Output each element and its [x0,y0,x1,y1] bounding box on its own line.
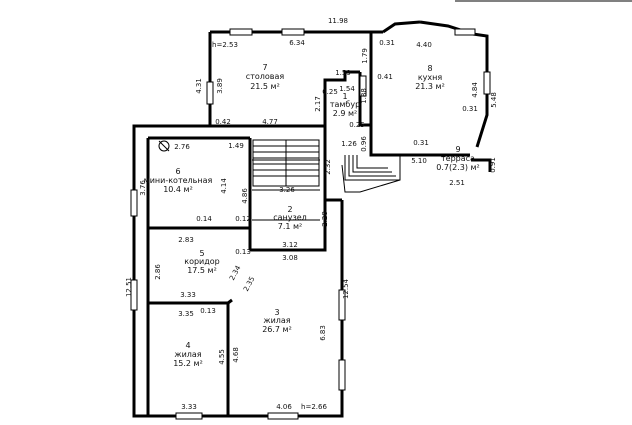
dim-label: 2.83 [178,236,194,244]
room-6: 6 мини-котельная 10.4 м² [144,167,213,194]
room-8: 8 кухня 21.3 м² [415,64,445,91]
dim-label: 0.25 [349,121,365,129]
dim-label: 0.12 [235,215,251,223]
dim-label: 3.76 [139,180,147,196]
dim-label: 1.49 [228,142,244,150]
room-4: 4 жилая 15.2 м² [173,341,203,368]
dim-label: 2.51 [449,179,465,187]
dim-label: 4.84 [471,82,479,98]
room-7: 7 столовая 21.5 м² [246,63,285,91]
dim-label: 1.79 [361,48,369,64]
room-number: 8 [427,64,432,73]
dim-label: 11.98 [328,17,348,25]
dimension-labels: 11.98 h=2.53 6.34 0.31 4.40 1.79 4.31 3.… [125,17,498,411]
dim-label: 4.06 [276,403,292,411]
room-name: тамбур [330,100,360,109]
dim-label: 3.35 [178,310,194,318]
dim-label: 6.34 [289,39,305,47]
dim-label: 0.31 [413,139,429,147]
room-name: санузел [273,213,307,222]
room-2: 2 санузел 7.1 м² [273,205,307,231]
dim-label: 12.54 [342,278,350,299]
room-number: 7 [262,63,267,72]
dim-label: 2.32 [324,159,332,175]
room-number: 3 [274,308,279,317]
dim-label: 2.76 [174,143,190,151]
dim-label: 5.48 [490,92,498,108]
dim-label: 3.26 [279,186,295,194]
interior-walls [146,136,327,416]
room-area: 15.2 м² [173,359,203,368]
room-area: 0.7(2.3) м² [436,163,479,172]
porch-steps [341,155,401,193]
dim-label: 12.51 [125,277,133,297]
boiler-icon [158,140,170,152]
room-number: 4 [185,341,190,350]
dim-label: 1.59 [335,69,351,77]
room-name: терраса [441,154,475,163]
room-area: 2.9 м² [333,109,358,118]
dim-label: h=2.53 [212,41,238,49]
dim-label: 1.88 [360,88,368,104]
room-area: 7.1 м² [278,222,303,231]
dim-label: 4.68 [232,347,240,363]
dim-label: 0.91 [489,157,497,173]
room-name: мини-котельная [144,176,213,185]
dim-label: 0.13 [235,248,251,256]
dim-label: 3.33 [181,403,197,411]
room-name: жилая [263,316,290,325]
dim-label: 2.34 [228,264,243,282]
room-area: 21.3 м² [415,82,445,91]
room-name: жилая [174,350,201,359]
dim-label: 4.77 [262,118,278,126]
room-area: 10.4 м² [163,185,193,194]
room-number: 9 [455,145,460,154]
dim-label: 0.42 [215,118,231,126]
dim-label: 2.86 [154,264,162,280]
room-number: 2 [287,205,292,214]
room-number: 6 [175,167,180,176]
dim-label: 2.17 [314,96,322,112]
dim-label: 6.83 [319,325,327,341]
room-number: 5 [199,249,204,258]
dim-label: 0.25 [322,88,338,96]
dim-label: 4.40 [416,41,432,49]
dim-label: 0.96 [360,136,368,152]
dim-label: 1.26 [341,140,357,148]
dim-label: 0.31 [462,105,478,113]
dim-label: 3.33 [180,291,196,299]
windows [130,28,491,420]
dim-label: 0.41 [377,73,393,81]
room-1: 1 тамбур 2.9 м² [330,92,360,118]
dim-label: h=2.66 [301,403,327,411]
room-9: 9 терраса 0.7(2.3) м² [436,145,479,172]
room-3: 3 жилая 26.7 м² [262,308,292,334]
dim-label: 0.31 [379,39,395,47]
dim-label: 4.31 [195,78,203,94]
dim-label: 4.14 [220,178,228,194]
dim-label: 1.54 [339,85,355,93]
dim-label: 3.89 [216,78,224,94]
room-area: 26.7 м² [262,325,292,334]
room-area: 21.5 м² [250,82,280,91]
dim-label: 0.13 [200,307,216,315]
room-area: 17.5 м² [187,266,217,275]
dim-label: 4.55 [218,349,226,365]
dim-label: 0.14 [196,215,212,223]
dim-label: 5.10 [411,157,427,165]
dim-label: 3.12 [282,241,298,249]
dim-label: 3.08 [282,254,298,262]
room-5: 5 коридор 17.5 м² [184,249,220,275]
room-name: коридор [184,257,220,266]
room-name: кухня [418,73,443,82]
room-name: столовая [246,72,285,81]
stairs [252,139,320,187]
dim-label: 2.35 [242,275,256,293]
dim-label: 2.28 [321,211,329,227]
room-number: 1 [342,92,347,101]
dim-label: 4.86 [241,188,249,204]
